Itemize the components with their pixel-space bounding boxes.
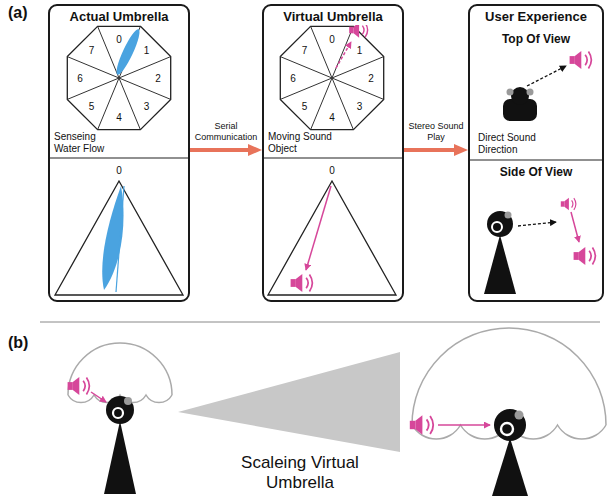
scaling-caption: Scaleing Virtual Umbrella bbox=[236, 453, 364, 493]
view-band: Side Of View bbox=[470, 160, 602, 298]
direction-arrow bbox=[527, 66, 566, 86]
step-note: Moving Sound Object bbox=[268, 131, 340, 155]
panel-title: Actual Umbrella bbox=[68, 9, 171, 25]
view-title: Side Of View bbox=[498, 165, 574, 179]
sector-number: 6 bbox=[290, 73, 296, 84]
speaker-icon bbox=[410, 415, 433, 435]
sound-arrow bbox=[91, 392, 106, 402]
sector-number: 5 bbox=[302, 100, 308, 111]
panel-title: Virtual Umbrella bbox=[281, 9, 384, 25]
sector-number: 4 bbox=[329, 112, 335, 123]
person-head bbox=[106, 396, 134, 424]
headphone bbox=[501, 423, 513, 435]
view-title: Top Of View bbox=[500, 32, 572, 46]
speaker-icon bbox=[561, 198, 576, 211]
apex-number: 0 bbox=[329, 165, 335, 176]
sector-number: 3 bbox=[144, 100, 150, 111]
sector-number: 1 bbox=[144, 45, 150, 56]
water-flow bbox=[113, 27, 143, 77]
stage-panel: Virtual UmbrellaMoving Sound Object bbox=[262, 4, 404, 302]
person-body bbox=[484, 235, 516, 294]
step-note: Senseing Water Flow bbox=[54, 131, 118, 155]
sound-move-arrow bbox=[571, 212, 579, 242]
virtual-triangle bbox=[268, 181, 396, 295]
headphone bbox=[492, 222, 502, 232]
sound-move-arrow bbox=[336, 42, 351, 68]
speaker-icon bbox=[574, 247, 596, 265]
person-head bbox=[494, 409, 526, 441]
apex-number: 0 bbox=[116, 165, 122, 176]
sector-number: 2 bbox=[155, 73, 161, 84]
actual-triangle bbox=[55, 181, 183, 295]
panel-divider bbox=[50, 157, 188, 158]
headphone bbox=[113, 408, 123, 418]
sector-number: 7 bbox=[302, 45, 308, 56]
stage-panel: Actual UmbrellaSenseing Water Flow bbox=[48, 4, 190, 302]
person-body bbox=[492, 438, 528, 496]
headphone bbox=[515, 411, 524, 420]
actual-octagon bbox=[67, 26, 170, 129]
large-umbrella bbox=[412, 328, 606, 439]
sector-number: 4 bbox=[116, 112, 122, 123]
flow-arrow bbox=[404, 148, 460, 152]
virtual-octagon bbox=[280, 26, 383, 129]
stage-panel: User ExperienceTop Of ViewDirect Sound D… bbox=[468, 4, 604, 302]
view-band: Top Of ViewDirect Sound Direction bbox=[470, 28, 602, 160]
headphone bbox=[507, 89, 514, 96]
sector-number: 6 bbox=[77, 73, 83, 84]
headphone bbox=[124, 397, 132, 405]
sector-number: 0 bbox=[116, 34, 122, 45]
panel-divider bbox=[470, 159, 602, 160]
water-flow-line bbox=[116, 186, 124, 292]
sector-number: 5 bbox=[89, 100, 95, 111]
person-body bbox=[104, 421, 136, 494]
speaker-icon bbox=[570, 51, 592, 69]
sector-number: 7 bbox=[89, 45, 95, 56]
edge-label: Serial Communication bbox=[190, 121, 262, 142]
sector-number: 2 bbox=[368, 73, 374, 84]
speaker-icon bbox=[349, 22, 367, 37]
sound-arrow bbox=[438, 424, 490, 426]
sector-number: 1 bbox=[357, 45, 363, 56]
sound-move-arrow bbox=[306, 186, 331, 270]
speaker-icon bbox=[291, 274, 313, 292]
scale-wedge bbox=[178, 352, 400, 452]
part-letter: (a) bbox=[8, 4, 28, 22]
headphone bbox=[505, 212, 512, 219]
speaker-icon bbox=[68, 377, 90, 395]
part-letter: (b) bbox=[8, 334, 28, 352]
person-head bbox=[511, 87, 529, 105]
person-head bbox=[487, 211, 513, 237]
headphone bbox=[527, 89, 534, 96]
panel-divider bbox=[264, 157, 402, 158]
flow-arrow bbox=[190, 148, 254, 152]
direction-arrow bbox=[518, 222, 556, 226]
step-note: Direct Sound Direction bbox=[478, 132, 550, 156]
sector-number: 0 bbox=[329, 34, 335, 45]
small-umbrella bbox=[68, 343, 172, 403]
section-divider bbox=[40, 322, 600, 323]
panel-title: User Experience bbox=[483, 9, 589, 25]
edge-label: Stereo Sound Play bbox=[408, 121, 464, 142]
sector-number: 3 bbox=[357, 100, 363, 111]
